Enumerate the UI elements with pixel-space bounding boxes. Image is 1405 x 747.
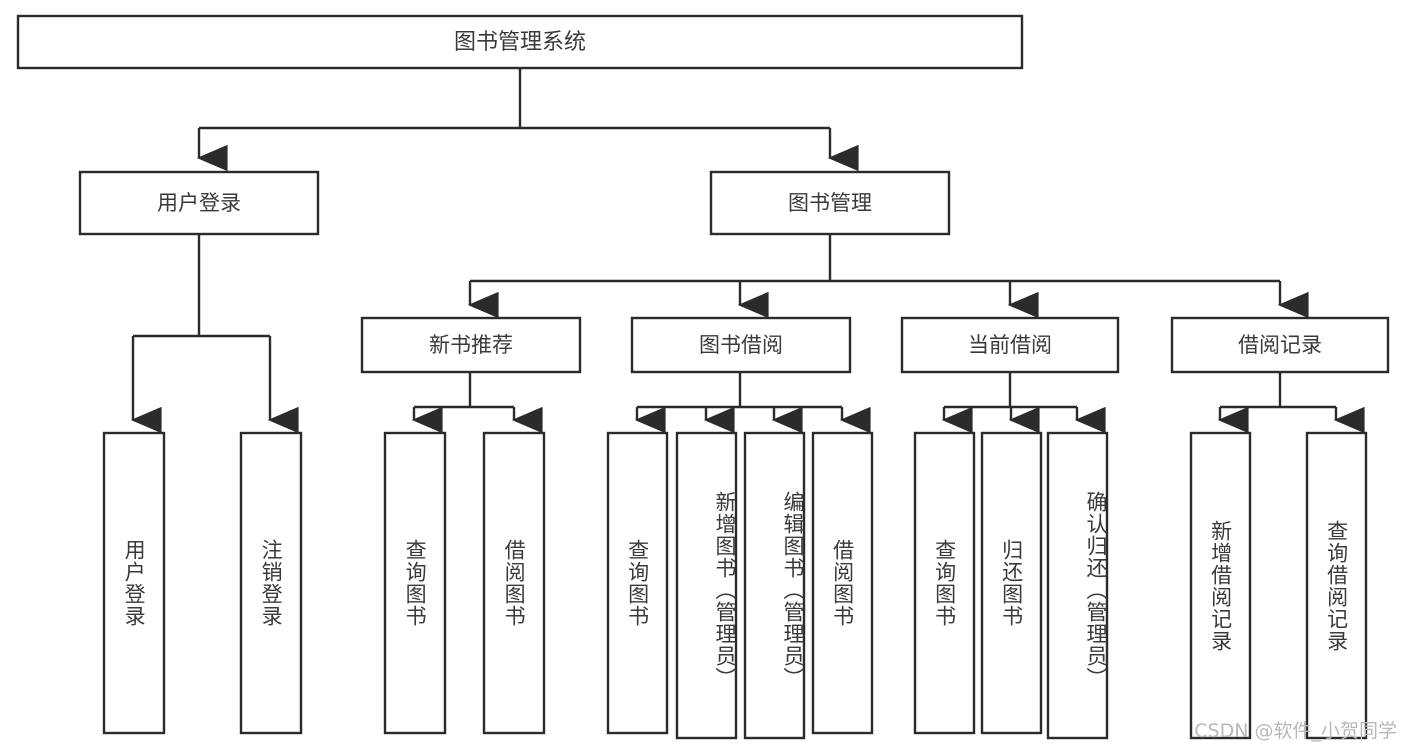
node-book-borrow-label: 图书借阅 (699, 333, 783, 357)
connector-user-login-to-leaves (130, 234, 299, 434)
leaf-box-current-return[interactable] (980, 431, 1043, 735)
node-new-book-recommend-box[interactable] (360, 316, 582, 374)
node-new-book-recommend[interactable] (360, 316, 582, 374)
node-borrow-record-label: 借阅记录 (1238, 333, 1322, 357)
leaf-box-record-add[interactable] (1189, 431, 1252, 740)
connector-borrow-record-to-leaves (1217, 372, 1365, 434)
node-root[interactable] (16, 14, 1024, 70)
node-new-book-recommend-label: 新书推荐 (429, 333, 513, 357)
node-current-borrow-label: 当前借阅 (968, 333, 1052, 357)
watermark: CSDN @软件_小贺同学 (1194, 720, 1397, 742)
node-user-login-label: 用户登录 (157, 191, 241, 215)
leaf-box-borrow-add[interactable] (675, 431, 738, 740)
leaf-box-recommend-query[interactable] (383, 431, 447, 735)
connector-root-to-level2 (196, 68, 859, 172)
node-book-management-label: 图书管理 (788, 191, 872, 215)
leaf-box-user-login-login[interactable] (102, 431, 166, 735)
leaf-box-borrow-edit[interactable] (743, 431, 806, 740)
leaf-box-record-query[interactable] (1305, 431, 1368, 740)
node-root-box[interactable] (16, 14, 1024, 70)
node-current-borrow[interactable] (900, 316, 1120, 374)
node-user-login-box[interactable] (78, 170, 320, 236)
node-user-login[interactable] (78, 170, 320, 236)
leaf-box-recommend-borrow[interactable] (482, 431, 546, 735)
leaf-box-current-confirm[interactable] (1046, 431, 1109, 740)
leaf-box-borrow-query[interactable] (606, 431, 669, 735)
node-root-label: 图书管理系统 (454, 30, 586, 55)
leaf-box-user-login-logout[interactable] (239, 431, 303, 735)
node-current-borrow-box[interactable] (900, 316, 1120, 374)
connector-book-borrow-to-leaves (634, 372, 871, 434)
connector-current-borrow-to-leaves (941, 372, 1106, 434)
leaf-box-current-query[interactable] (913, 431, 976, 735)
leaf-box-borrow-lend[interactable] (811, 431, 874, 735)
connector-new-book-recommend-to-leaves (411, 372, 543, 434)
connector-book-management-to-level3 (467, 234, 1309, 319)
